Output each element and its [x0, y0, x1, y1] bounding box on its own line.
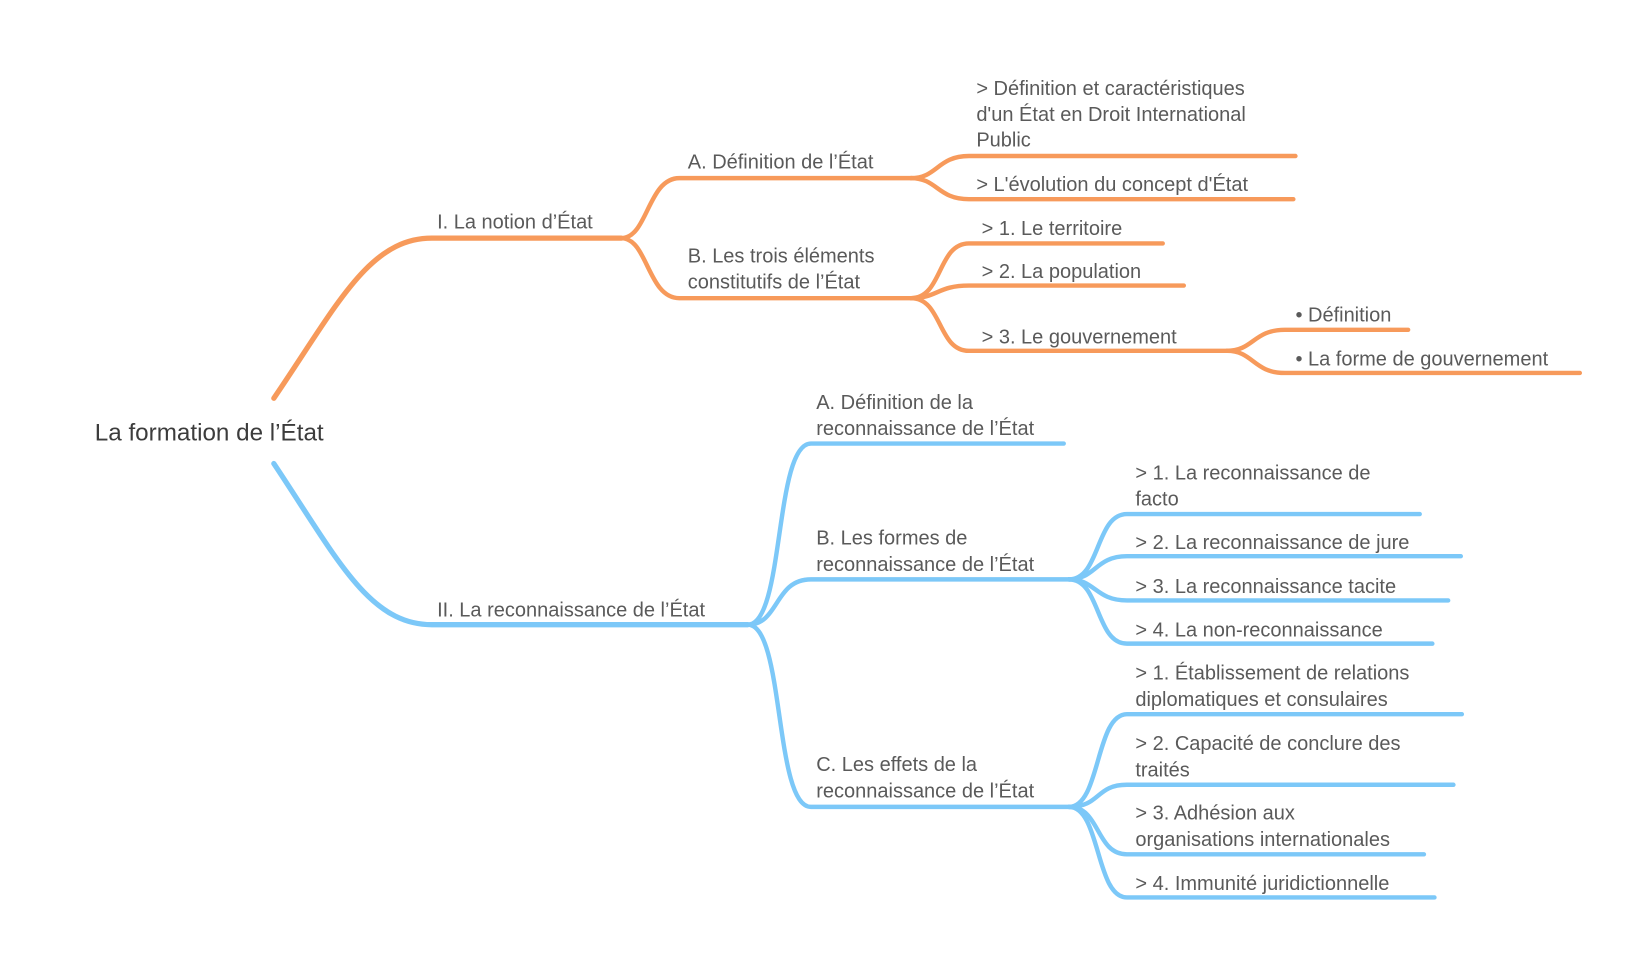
- node-effects-1[interactable]: > 1. Établissement de relations diplomat…: [1135, 661, 1415, 710]
- node-line: reconnaissance de l’État: [816, 417, 1034, 440]
- node-part2-A[interactable]: A. Définition de la reconnaissance de l’…: [816, 392, 1034, 440]
- node-line: organisations internationales: [1135, 829, 1390, 851]
- edge-part1-B: [619, 235, 914, 301]
- node-line: traités: [1135, 759, 1189, 781]
- edge-root-part2: [271, 460, 751, 628]
- node-part1-A[interactable]: A. Définition de l’État: [688, 151, 874, 174]
- node-line: B. Les trois éléments: [688, 245, 875, 267]
- node-line: > 1. La reconnaissance de: [1135, 462, 1370, 484]
- node-gov-definition[interactable]: • Définition: [1295, 304, 1391, 326]
- node-effects-2[interactable]: > 2. Capacité de conclure des traités: [1135, 733, 1406, 781]
- node-effects-4[interactable]: > 4. Immunité juridictionnelle: [1135, 873, 1389, 895]
- node-forms-3[interactable]: > 3. La reconnaissance tacite: [1135, 576, 1396, 598]
- node-gov-forme[interactable]: • La forme de gouvernement: [1295, 349, 1548, 371]
- node-A-evolution[interactable]: > L'évolution du concept d'État: [976, 173, 1248, 196]
- node-line: d'un État en Droit International: [976, 103, 1246, 126]
- node-line: facto: [1135, 489, 1178, 511]
- node-line: A. Définition de la: [816, 392, 974, 414]
- edge-effects-1: [1066, 711, 1465, 810]
- edges-part1: [271, 153, 1583, 401]
- edge-part1-A: [619, 175, 914, 241]
- node-line: diplomatiques et consulaires: [1135, 689, 1387, 711]
- node-B-territoire[interactable]: > 1. Le territoire: [982, 218, 1123, 240]
- edge-effects-2: [1066, 782, 1456, 810]
- node-B-gouvernement[interactable]: > 3. Le gouvernement: [982, 326, 1178, 348]
- node-part1-B[interactable]: B. Les trois éléments constitutifs de l’…: [688, 245, 880, 293]
- node-line: constitutifs de l’État: [688, 271, 861, 294]
- edge-gov-2: [1224, 348, 1583, 376]
- edge-part2-B: [745, 577, 1072, 627]
- edge-root-part1: [271, 235, 625, 401]
- edge-A-2: [908, 175, 1296, 202]
- node-line: > Définition et caractéristiques: [976, 78, 1244, 100]
- node-forms-1[interactable]: > 1. La reconnaissance de facto: [1135, 462, 1376, 510]
- node-line: reconnaissance de l’État: [816, 553, 1034, 576]
- node-part1[interactable]: I. La notion d’État: [437, 211, 593, 234]
- node-A-definition[interactable]: > Définition et caractéristiques d'un Ét…: [976, 78, 1251, 152]
- node-part2[interactable]: II. La reconnaissance de l’État: [437, 598, 705, 621]
- edge-B-2: [908, 283, 1187, 301]
- node-forms-4[interactable]: > 4. La non-reconnaissance: [1135, 619, 1382, 641]
- node-line: B. Les formes de: [816, 528, 967, 550]
- edges-part2: [271, 441, 1465, 900]
- edge-B-3: [908, 295, 1230, 354]
- node-effects-3[interactable]: > 3. Adhésion aux organisations internat…: [1135, 803, 1390, 851]
- edge-effects-4: [1066, 804, 1437, 900]
- edge-part2-C: [745, 622, 1072, 810]
- node-line: > 3. Adhésion aux: [1135, 803, 1295, 825]
- node-part2-B[interactable]: B. Les formes de reconnaissance de l’Éta…: [816, 528, 1034, 576]
- root-node[interactable]: La formation de l’État: [95, 419, 324, 446]
- node-forms-2[interactable]: > 2. La reconnaissance de jure: [1135, 532, 1409, 554]
- edge-part2-A: [745, 441, 1066, 627]
- node-part2-C[interactable]: C. Les effets de la reconnaissance de l’…: [816, 754, 1034, 802]
- node-B-population[interactable]: > 2. La population: [982, 261, 1142, 283]
- node-line: Public: [976, 130, 1030, 152]
- node-line: > 2. Capacité de conclure des: [1135, 733, 1400, 755]
- node-line: C. Les effets de la: [816, 754, 978, 776]
- edge-forms-4: [1066, 577, 1435, 646]
- node-line: > 1. Établissement de relations: [1135, 661, 1409, 684]
- node-line: reconnaissance de l’État: [816, 779, 1034, 802]
